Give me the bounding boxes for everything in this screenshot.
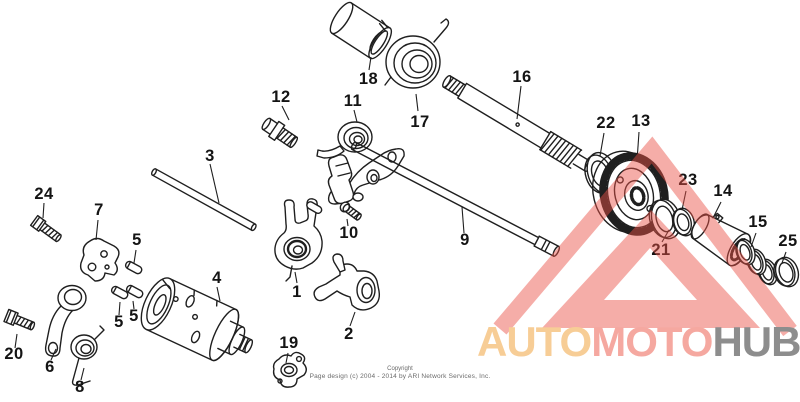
- part-23-ring: [671, 207, 696, 237]
- part-labels: 18 17 16 12 11 3 24 7 5 5 5 20 6 8 4 19 …: [4, 68, 797, 396]
- part-label-16: 16: [512, 68, 531, 86]
- part-4-gearshift-drum: [140, 277, 254, 362]
- part-3-rod: [150, 168, 257, 232]
- part-2-shift-fork: [313, 253, 381, 311]
- copyright-line1: Copyright: [387, 366, 413, 372]
- part-19-plate: [272, 351, 307, 388]
- part-label-2: 2: [344, 325, 354, 343]
- part-label-24: 24: [34, 185, 54, 203]
- part-label-15: 15: [748, 213, 767, 231]
- part-label-3: 3: [205, 147, 215, 165]
- part-5-pin-a: [124, 260, 143, 275]
- part-label-14: 14: [713, 182, 733, 200]
- watermark-auto: AUTO: [477, 318, 592, 365]
- part-label-11: 11: [344, 92, 362, 110]
- part-label-23: 23: [678, 171, 697, 189]
- copyright-line2: Page design (c) 2004 - 2014 by ARI Netwo…: [309, 373, 491, 380]
- part-20-bolt: [3, 308, 36, 331]
- watermark-moto: MOTO: [591, 318, 713, 365]
- part-17-spring: [384, 18, 450, 89]
- part-1-shift-fork: [274, 198, 323, 282]
- part-label-25: 25: [778, 232, 797, 250]
- part-15-washers: [735, 238, 778, 286]
- part-6-arm: [44, 284, 87, 357]
- part-label-6: 6: [45, 358, 55, 376]
- part-label-10: 10: [339, 224, 358, 242]
- part-9-fork-shaft: [350, 141, 561, 257]
- part-5-pin-b: [110, 285, 129, 300]
- watermark-triangle-logo: [493, 136, 797, 337]
- part-16-shaft: [442, 75, 593, 172]
- part-label-5c: 5: [129, 307, 139, 325]
- part-10-screw: [339, 201, 362, 221]
- watermark-brand-text: AUTOMOTOHUB: [477, 321, 800, 363]
- part-label-18: 18: [359, 70, 378, 88]
- watermark-hub: HUB: [712, 318, 800, 365]
- part-label-5b: 5: [114, 313, 124, 331]
- part-12-bolt: [261, 117, 299, 149]
- part-24-bolt: [29, 214, 62, 243]
- gearshift-arm-assembly: [306, 147, 405, 215]
- part-21-ring: [648, 198, 682, 240]
- part-25-ring: [773, 256, 800, 288]
- part-label-7: 7: [94, 201, 104, 219]
- part-label-21: 21: [651, 241, 670, 259]
- part-label-13: 13: [631, 112, 650, 130]
- part-7-stopper-plate: [79, 237, 120, 282]
- part-label-22: 22: [596, 114, 615, 132]
- part-label-4: 4: [212, 269, 222, 287]
- triangle-inner: [542, 210, 760, 328]
- part-5-pin-c: [125, 284, 144, 299]
- part-8-spring: [70, 325, 105, 386]
- copyright-footer: Copyright Page design (c) 2004 - 2014 by…: [0, 366, 800, 381]
- part-label-12: 12: [271, 88, 290, 106]
- triangle-outline: [493, 136, 797, 337]
- part-label-19: 19: [279, 334, 298, 352]
- part-label-9: 9: [460, 231, 470, 249]
- part-18-sleeve: [329, 1, 393, 60]
- part-label-1: 1: [292, 283, 302, 301]
- part-label-8: 8: [75, 378, 85, 396]
- part-label-17: 17: [410, 113, 429, 131]
- part-11-spring: [316, 121, 373, 159]
- leader-lines: [14, 56, 787, 381]
- part-label-5a: 5: [132, 231, 142, 249]
- part-label-20: 20: [4, 345, 23, 363]
